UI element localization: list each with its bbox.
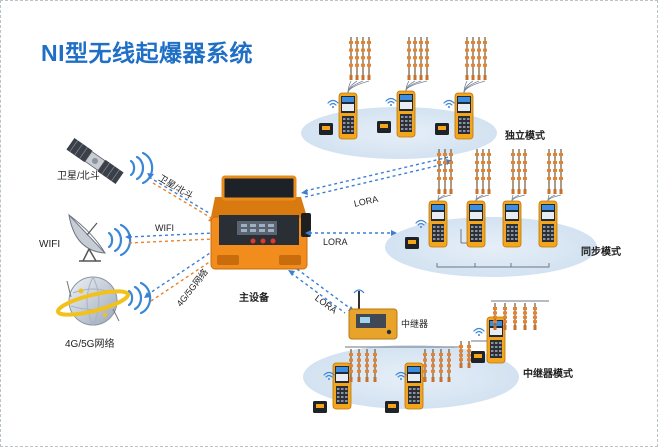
independent-detonator-string bbox=[465, 37, 487, 80]
sync-handset bbox=[502, 200, 522, 248]
relay-device-label: 中继器 bbox=[401, 319, 429, 329]
detonator-box-icon bbox=[319, 123, 333, 135]
independent-handset bbox=[338, 92, 358, 140]
wifi-signal-icon bbox=[385, 97, 397, 106]
satellite-signal-icon bbox=[129, 151, 154, 185]
page-title: NI型无线起爆器系统 bbox=[41, 40, 253, 66]
relay-detonator-string bbox=[349, 349, 377, 382]
detonator-box-icon bbox=[405, 237, 419, 249]
satellite-source-label: 卫星/北斗 bbox=[57, 171, 100, 182]
relay-mode-handset bbox=[404, 362, 424, 410]
detonator-box-icon bbox=[471, 351, 485, 363]
relay-detonator-string bbox=[423, 349, 451, 382]
sync-detonator-string bbox=[437, 149, 453, 194]
detonator-box-icon bbox=[377, 121, 391, 133]
relay-detonator-string bbox=[459, 341, 471, 368]
main-device-icon bbox=[210, 175, 311, 270]
wifi-signal-icon bbox=[443, 99, 455, 108]
wifi-signal-icon bbox=[323, 371, 335, 380]
globe-network-icon bbox=[56, 276, 130, 326]
lora-link-label-mid: LORA bbox=[323, 237, 348, 247]
sync-wires bbox=[547, 194, 562, 202]
wifi-source-label: WIFI bbox=[39, 239, 61, 250]
sync-handset bbox=[538, 200, 558, 248]
sync-wires bbox=[437, 194, 452, 202]
independent-wires bbox=[347, 80, 370, 94]
wifi-signal-icon bbox=[395, 371, 407, 380]
relay-mode-handset bbox=[332, 362, 352, 410]
detonator-box-icon bbox=[435, 123, 449, 135]
independent-detonator-string bbox=[349, 37, 371, 80]
sync-wires bbox=[511, 194, 526, 202]
wifi-link-label: WIFI bbox=[155, 223, 174, 233]
relay-top-detonator-string bbox=[493, 303, 537, 330]
main-device-label: 主设备 bbox=[239, 293, 269, 304]
cellular-source-label: 4G/5G网络 bbox=[65, 339, 115, 350]
independent-detonator-string bbox=[407, 37, 429, 80]
detonator-box-icon bbox=[385, 401, 399, 413]
wifi-signal-icon bbox=[415, 219, 427, 228]
sync-detonator-string bbox=[547, 149, 563, 194]
independent-wires bbox=[405, 80, 428, 92]
relay-device-icon bbox=[348, 289, 398, 340]
wifi-signal-icon bbox=[473, 327, 485, 336]
sync-detonator-string bbox=[475, 149, 491, 194]
wifi-signal-icon bbox=[107, 223, 132, 257]
cellular-signal-icon bbox=[127, 281, 152, 315]
relay-mode-handset bbox=[486, 316, 506, 364]
wifi-signal-icon bbox=[327, 99, 339, 108]
independent-mode-label: 独立模式 bbox=[505, 131, 545, 142]
independent-handset bbox=[454, 92, 474, 140]
sync-wires bbox=[475, 194, 490, 202]
relay-mode-label: 中继器模式 bbox=[523, 369, 573, 380]
sync-handset bbox=[466, 200, 486, 248]
detonator-box-icon bbox=[313, 401, 327, 413]
dish-antenna-icon bbox=[68, 213, 107, 262]
independent-handset bbox=[396, 90, 416, 138]
sync-handset bbox=[428, 200, 448, 248]
independent-wires bbox=[463, 80, 486, 94]
satellite-icon bbox=[66, 138, 124, 184]
sync-mode-label: 同步模式 bbox=[581, 247, 621, 258]
sync-detonator-string bbox=[511, 149, 527, 194]
lora-link-arrow-mid bbox=[305, 230, 397, 236]
